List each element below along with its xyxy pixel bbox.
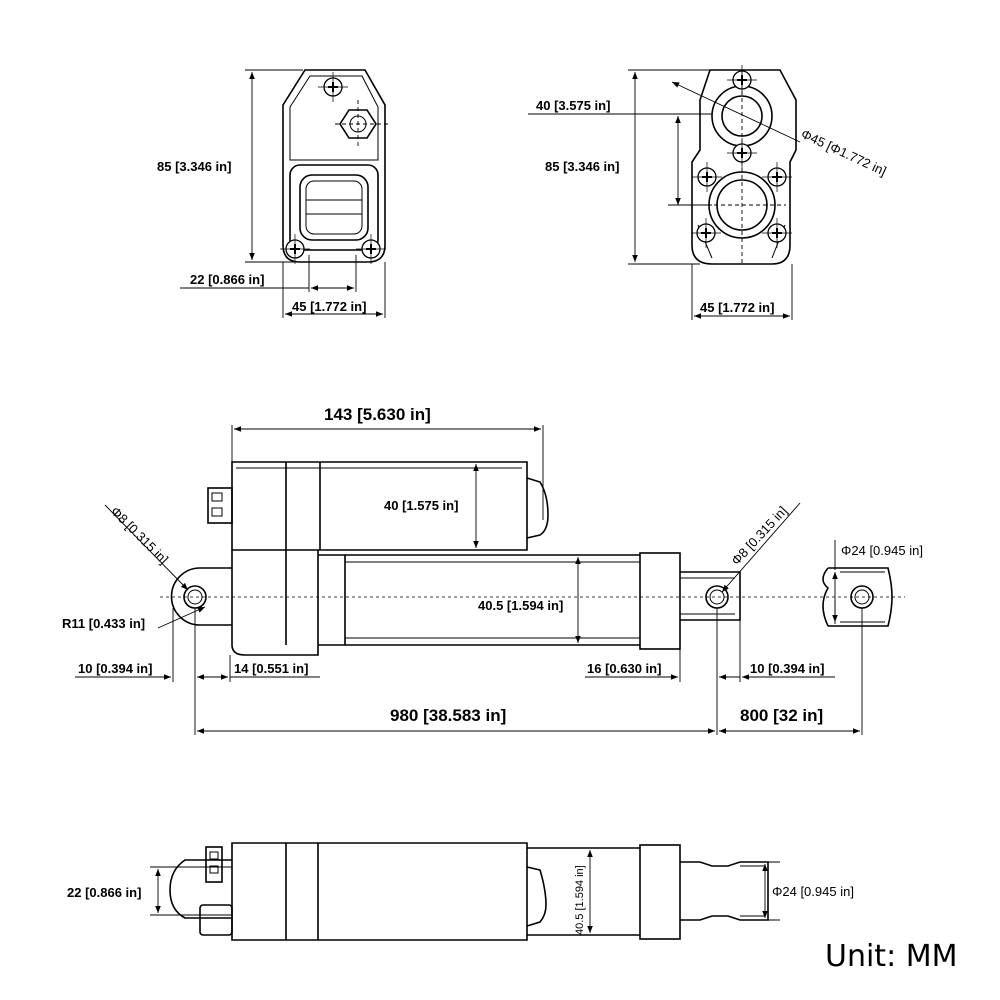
rear-inner-width-label: 22 [0.866 in] — [190, 272, 264, 287]
rear-clevis-label: 14 [0.551 in] — [234, 661, 308, 676]
rear-offset-label: 10 [0.394 in] — [78, 661, 152, 676]
stroke-length-label: 800 [32 in] — [740, 706, 823, 725]
rear-height-label: 85 [3.346 in] — [157, 159, 231, 174]
front-height-label: 85 [3.346 in] — [545, 159, 619, 174]
radius-label: R11 [0.433 in] — [62, 616, 145, 631]
rear-width-label: 45 [1.772 in] — [292, 299, 366, 314]
front-end-view: 40 [3.575 in] 85 [3.346 in] Φ45 [Φ1.772 … — [528, 64, 889, 320]
bottom-rod-label: Φ24 [0.945 in] — [772, 884, 854, 899]
retracted-length-label: 980 [38.583 in] — [390, 706, 506, 725]
front-width-label: 45 [1.772 in] — [700, 300, 774, 315]
front-hole-label: Φ8 [0.315 in] — [728, 503, 790, 568]
side-view: 143 [5.630 in] 40 [1.575 in] Φ8 [0.315 i… — [62, 405, 923, 735]
unit-label: Unit: MM — [825, 939, 957, 974]
front-diameter-label: Φ45 [Φ1.772 in] — [799, 126, 889, 179]
motor-length-label: 143 [5.630 in] — [324, 405, 431, 424]
front-offset-label: 40 [3.575 in] — [536, 98, 610, 113]
motor-height-label: 40 [1.575 in] — [384, 498, 458, 513]
bottom-view: 22 [0.866 in] 40.5 [1.594 in] Φ24 [0.945… — [67, 842, 854, 941]
bottom-tube-label: 40.5 [1.594 in] — [574, 865, 586, 935]
front-clevis-label: 16 [0.630 in] — [587, 661, 661, 676]
rear-hole-label: Φ8 [0.315 in] — [108, 504, 171, 567]
rod-diameter-label: Φ24 [0.945 in] — [841, 543, 923, 558]
front-offset-right-label: 10 [0.394 in] — [750, 661, 824, 676]
rear-end-view: 85 [3.346 in] 22 [0.866 in] 45 [1.772 in… — [157, 69, 388, 318]
tube-height-label: 40.5 [1.594 in] — [478, 598, 563, 613]
bottom-width-label: 22 [0.866 in] — [67, 885, 141, 900]
